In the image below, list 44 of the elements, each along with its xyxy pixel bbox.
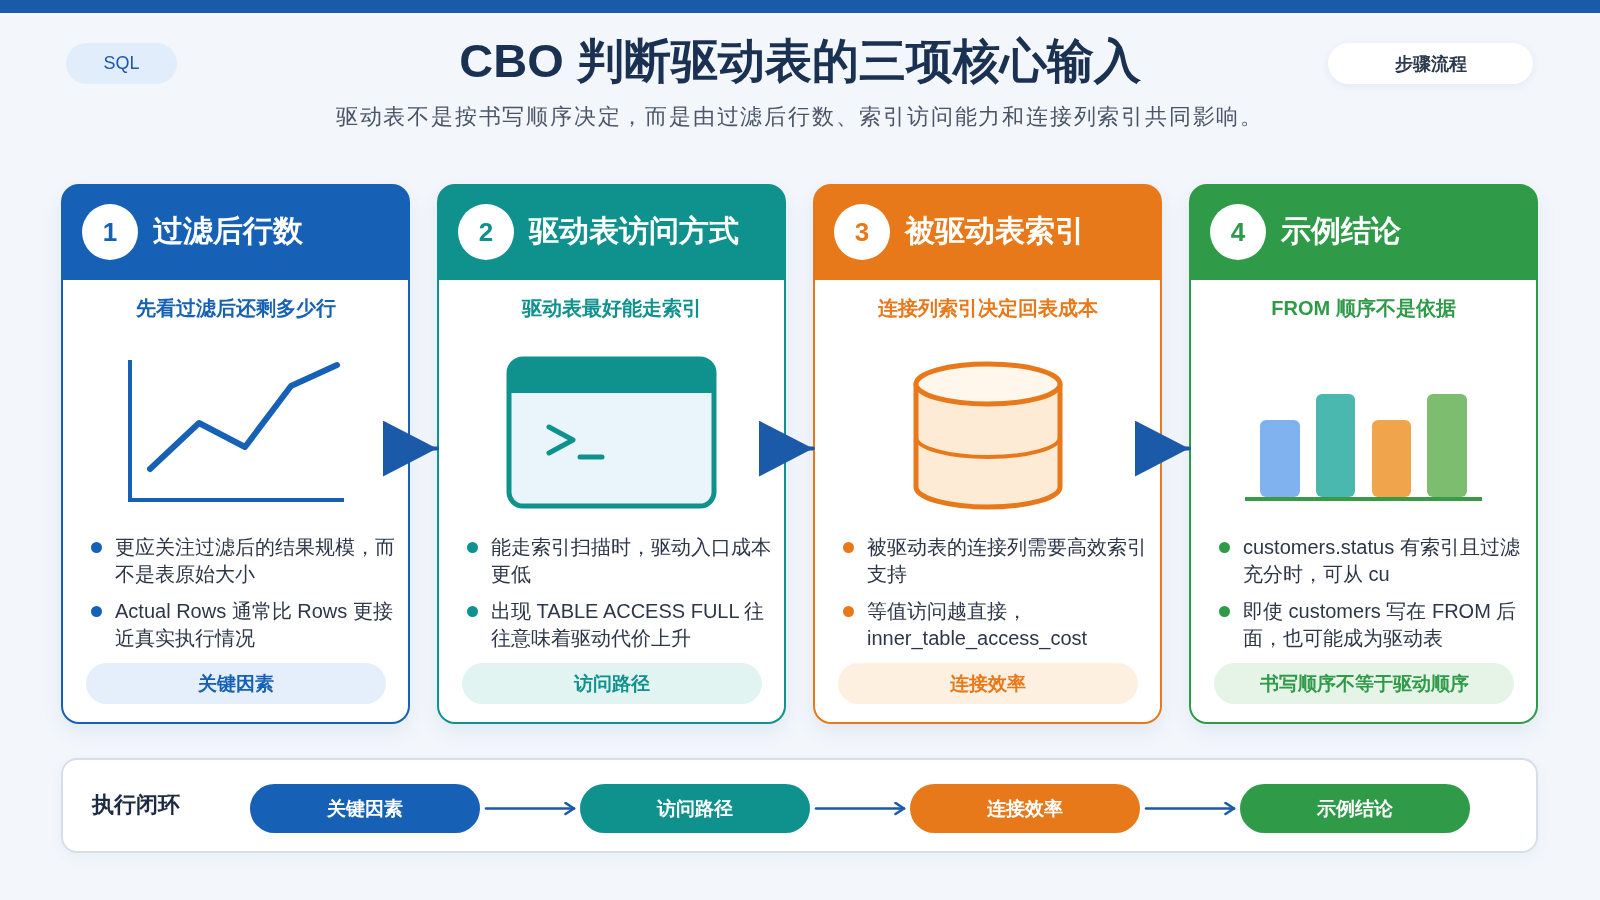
bullet-text: 能走索引扫描时，驱动入口成本更低 (491, 536, 771, 585)
arrow (484, 801, 576, 816)
arrow (1135, 420, 1191, 477)
card-subtitle: 先看过滤后还剩多少行 (135, 296, 336, 321)
tag-pill: 连接效率 (838, 663, 1138, 704)
arrow (1144, 801, 1236, 816)
card-title: 过滤后行数 (153, 213, 303, 249)
step-card (813, 184, 1162, 724)
step-card (61, 184, 410, 724)
card-title: 示例结论 (1281, 213, 1401, 249)
number-badge: 1 (82, 204, 138, 260)
bullet-text: 更应关注过滤后的结果规模，而不是表原始大小 (115, 536, 395, 585)
arrow (383, 420, 439, 477)
panel-title: 执行闭环 (92, 791, 180, 819)
bullet-text: 等值访问越直接，inner_table_access_cost (867, 600, 1088, 649)
bullet-text: Actual Rows 通常比 Rows 更接近真实执行情况 (115, 600, 393, 649)
arrow (759, 420, 815, 477)
card-subtitle: 连接列索引决定回表成本 (877, 296, 1098, 321)
step-pill: 连接效率 (910, 784, 1140, 833)
step-card (437, 184, 786, 724)
tag-pill: 书写顺序不等于驱动顺序 (1214, 663, 1514, 704)
step-pill: 示例结论 (1240, 784, 1470, 833)
bullet-text: 被驱动表的连接列需要高效索引支持 (867, 536, 1147, 585)
number-badge: 3 (834, 204, 890, 260)
badge: 步骤流程 (1328, 43, 1533, 84)
title: CBO 判断驱动表的三项核心输入 (459, 33, 1141, 89)
step-card (1189, 184, 1538, 724)
arrow (814, 801, 906, 816)
bullet-text: customers.status 有索引且过滤充分时，可从 cu (1243, 536, 1520, 585)
number-badge: 4 (1210, 204, 1266, 260)
card-title: 驱动表访问方式 (529, 213, 739, 249)
tag-pill: 关键因素 (86, 663, 386, 704)
step-pill: 关键因素 (250, 784, 480, 833)
tag-pill: 访问路径 (462, 663, 762, 704)
subtitle: 驱动表不是按书写顺序决定，而是由过滤后行数、索引访问能力和连接列索引共同影响。 (335, 103, 1265, 131)
bullet-text: 出现 TABLE ACCESS FULL 往往意味着驱动代价上升 (491, 600, 765, 649)
badge: SQL (66, 43, 177, 84)
number-badge: 2 (458, 204, 514, 260)
card-title: 被驱动表索引 (905, 213, 1085, 249)
step-pill: 访问路径 (580, 784, 810, 833)
card-subtitle: FROM 顺序不是依据 (1271, 296, 1456, 321)
summary-panel (61, 758, 1538, 853)
bullet-text: 即使 customers 写在 FROM 后面，也可能成为驱动表 (1243, 600, 1517, 649)
card-subtitle: 驱动表最好能走索引 (521, 296, 702, 321)
